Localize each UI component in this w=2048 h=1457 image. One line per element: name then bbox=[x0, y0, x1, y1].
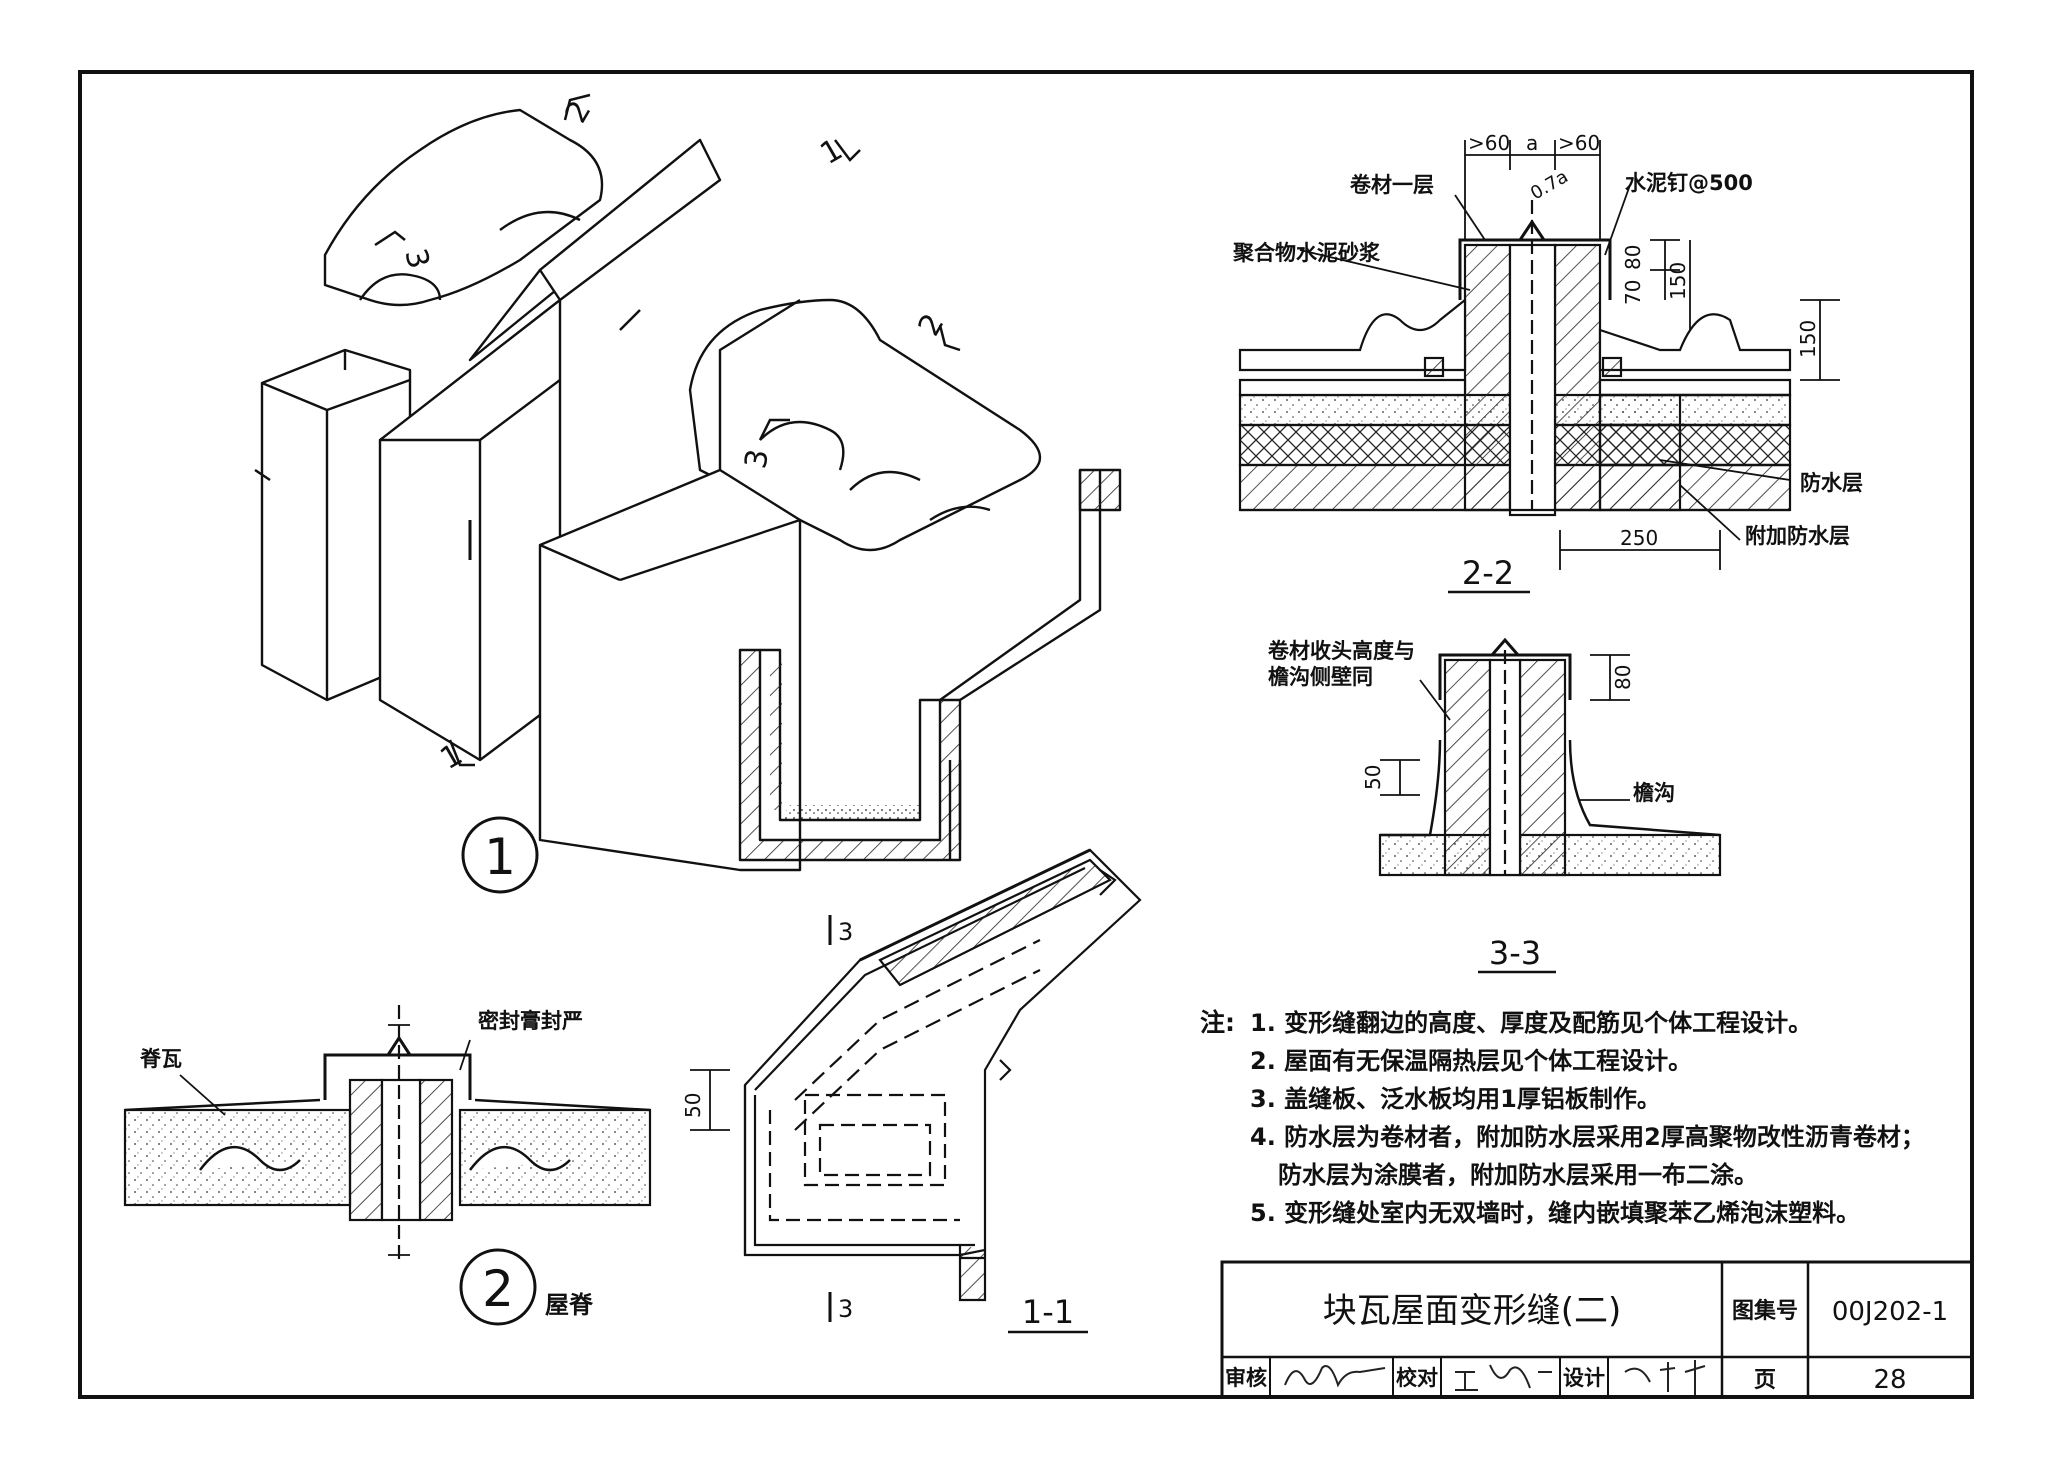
detail-2-number: 2 bbox=[482, 1260, 514, 1318]
sheet-border bbox=[78, 70, 1974, 1399]
dim-70: 70 bbox=[1621, 280, 1645, 305]
label-juancai-yiceng: 卷材一层 bbox=[1350, 173, 1434, 197]
label-mifeng: 密封膏封严 bbox=[478, 1009, 583, 1033]
section-1-1-title: 1-1 bbox=[1022, 1293, 1074, 1331]
section-2-2-dims bbox=[1299, 140, 1840, 570]
label-fangshui: 防水层 bbox=[1800, 471, 1863, 495]
signature-check bbox=[1455, 1364, 1552, 1391]
note-4b: 防水层为涂膜者，附加防水层采用一布二涂。 bbox=[1278, 1161, 1758, 1189]
detail-1-cut-marks bbox=[254, 93, 961, 767]
cut-label-2a: 2 bbox=[559, 95, 599, 129]
label-shoutou-2: 檐沟侧壁同 bbox=[1268, 665, 1373, 689]
dim-150-a: 150 bbox=[1666, 262, 1690, 300]
note-4: 4. 防水层为卷材者，附加防水层采用2厚高聚物改性沥青卷材； bbox=[1250, 1123, 1925, 1151]
label-shoutou-1: 卷材收头高度与 bbox=[1268, 639, 1415, 663]
design-label: 设计 bbox=[1563, 1366, 1605, 1390]
atlas-label: 图集号 bbox=[1732, 1298, 1798, 1324]
label-shuinidin: 水泥钉@500 bbox=[1625, 171, 1753, 195]
section-3-3 bbox=[1378, 637, 1722, 877]
dim-60-left: >60 bbox=[1468, 131, 1510, 155]
page-label: 页 bbox=[1754, 1368, 1776, 1393]
title-text: 块瓦屋面变形缝(二) bbox=[1323, 1291, 1622, 1331]
note-1: 1. 变形缝翻边的高度、厚度及配筋见个体工程设计。 bbox=[1250, 1009, 1812, 1037]
cut-label-3d: 3 bbox=[838, 1295, 853, 1323]
section-2-2 bbox=[1238, 200, 1792, 517]
dim-80-b: 80 bbox=[1611, 665, 1635, 690]
section-3-3-title: 3-3 bbox=[1489, 934, 1541, 972]
detail-1-number: 1 bbox=[484, 828, 516, 886]
title-block bbox=[1220, 1260, 1974, 1399]
detail-1-circle bbox=[461, 816, 539, 894]
section-2-2-title: 2-2 bbox=[1462, 554, 1514, 592]
dim-a: a bbox=[1526, 131, 1538, 155]
cut-label-3c: 3 bbox=[838, 918, 853, 946]
atlas-number: 00J202-1 bbox=[1832, 1297, 1948, 1327]
dim-150-b: 150 bbox=[1796, 320, 1820, 358]
dim-07a: 0.7a bbox=[1527, 166, 1572, 204]
label-wuji: 屋脊 bbox=[545, 1291, 594, 1319]
review-label: 审核 bbox=[1225, 1366, 1267, 1390]
note-3: 3. 盖缝板、泛水板均用1厚铝板制作。 bbox=[1250, 1085, 1661, 1113]
detail-2-circle bbox=[459, 1248, 537, 1326]
page-number: 28 bbox=[1873, 1365, 1906, 1395]
notes-prefix: 注: bbox=[1200, 1008, 1235, 1037]
signature-design bbox=[1624, 1360, 1706, 1395]
section-1-1 bbox=[743, 848, 1142, 1302]
detail-1-isometric bbox=[260, 108, 1122, 872]
detail-2-ridge bbox=[123, 1005, 652, 1260]
label-jiwa: 脊瓦 bbox=[139, 1047, 182, 1071]
dim-50-b: 50 bbox=[681, 1093, 705, 1118]
signature-review bbox=[1284, 1365, 1386, 1388]
dim-60-right: >60 bbox=[1558, 131, 1600, 155]
section-3-3-dims bbox=[1380, 654, 1630, 801]
label-yangou: 檐沟 bbox=[1633, 781, 1675, 805]
dim-250: 250 bbox=[1620, 526, 1658, 550]
note-5: 5. 变形缝处室内无双墙时，缝内嵌填聚苯乙烯泡沫塑料。 bbox=[1250, 1199, 1860, 1227]
label-juhewu: 聚合物水泥砂浆 bbox=[1232, 241, 1381, 265]
cut-label-2b: 2 bbox=[912, 308, 952, 342]
detail-2-dims bbox=[179, 1024, 730, 1256]
note-2: 2. 屋面有无保温隔热层见个体工程设计。 bbox=[1250, 1047, 1692, 1075]
label-fujia-fangshui: 附加防水层 bbox=[1745, 524, 1850, 548]
check-label: 校对 bbox=[1396, 1366, 1438, 1390]
dim-50-a: 50 bbox=[1361, 765, 1385, 790]
dim-80: 80 bbox=[1621, 245, 1645, 270]
